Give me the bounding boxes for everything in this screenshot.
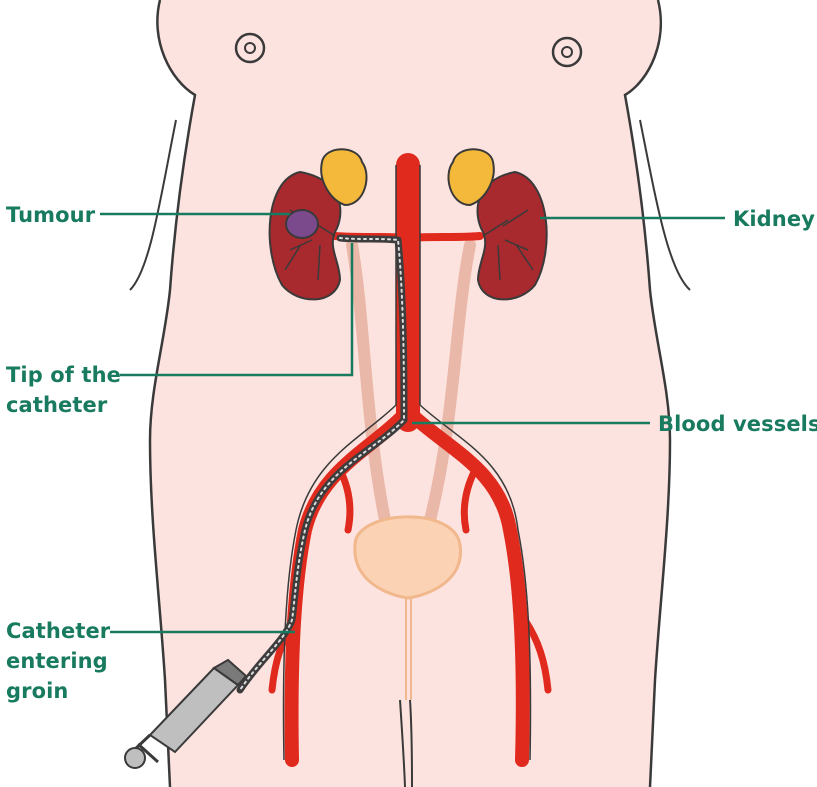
tumour [285, 209, 319, 239]
tumour-label: Tumour [6, 200, 95, 230]
tumour-label-text: Tumour [6, 203, 96, 227]
kidney-label-text: Kidney [733, 207, 815, 231]
right-kidney [476, 170, 548, 301]
nipples [234, 32, 583, 68]
tip-leader-line [120, 243, 354, 377]
blood-vessels-label: Blood vessels [658, 409, 817, 439]
tip-label-line1: Tip of the [6, 363, 121, 387]
adrenal-glands [320, 148, 495, 207]
syringe [124, 658, 248, 769]
tip-of-catheter-label: Tip of the catheter [6, 360, 121, 420]
ureters [346, 239, 476, 526]
catheter-entering-groin-label: Catheter entering groin [6, 616, 110, 706]
leader-lines [100, 212, 725, 634]
catheter-label-line3: groin [6, 679, 69, 703]
catheter-label-line2: entering [6, 649, 108, 673]
kidney-label: Kidney [733, 204, 815, 234]
blood-vessels-label-text: Blood vessels [658, 412, 817, 436]
catheter-label-line1: Catheter [6, 619, 111, 643]
bladder [353, 515, 462, 700]
catheter [236, 234, 408, 694]
tip-label-line2: catheter [6, 393, 108, 417]
artery-outline [282, 165, 532, 761]
